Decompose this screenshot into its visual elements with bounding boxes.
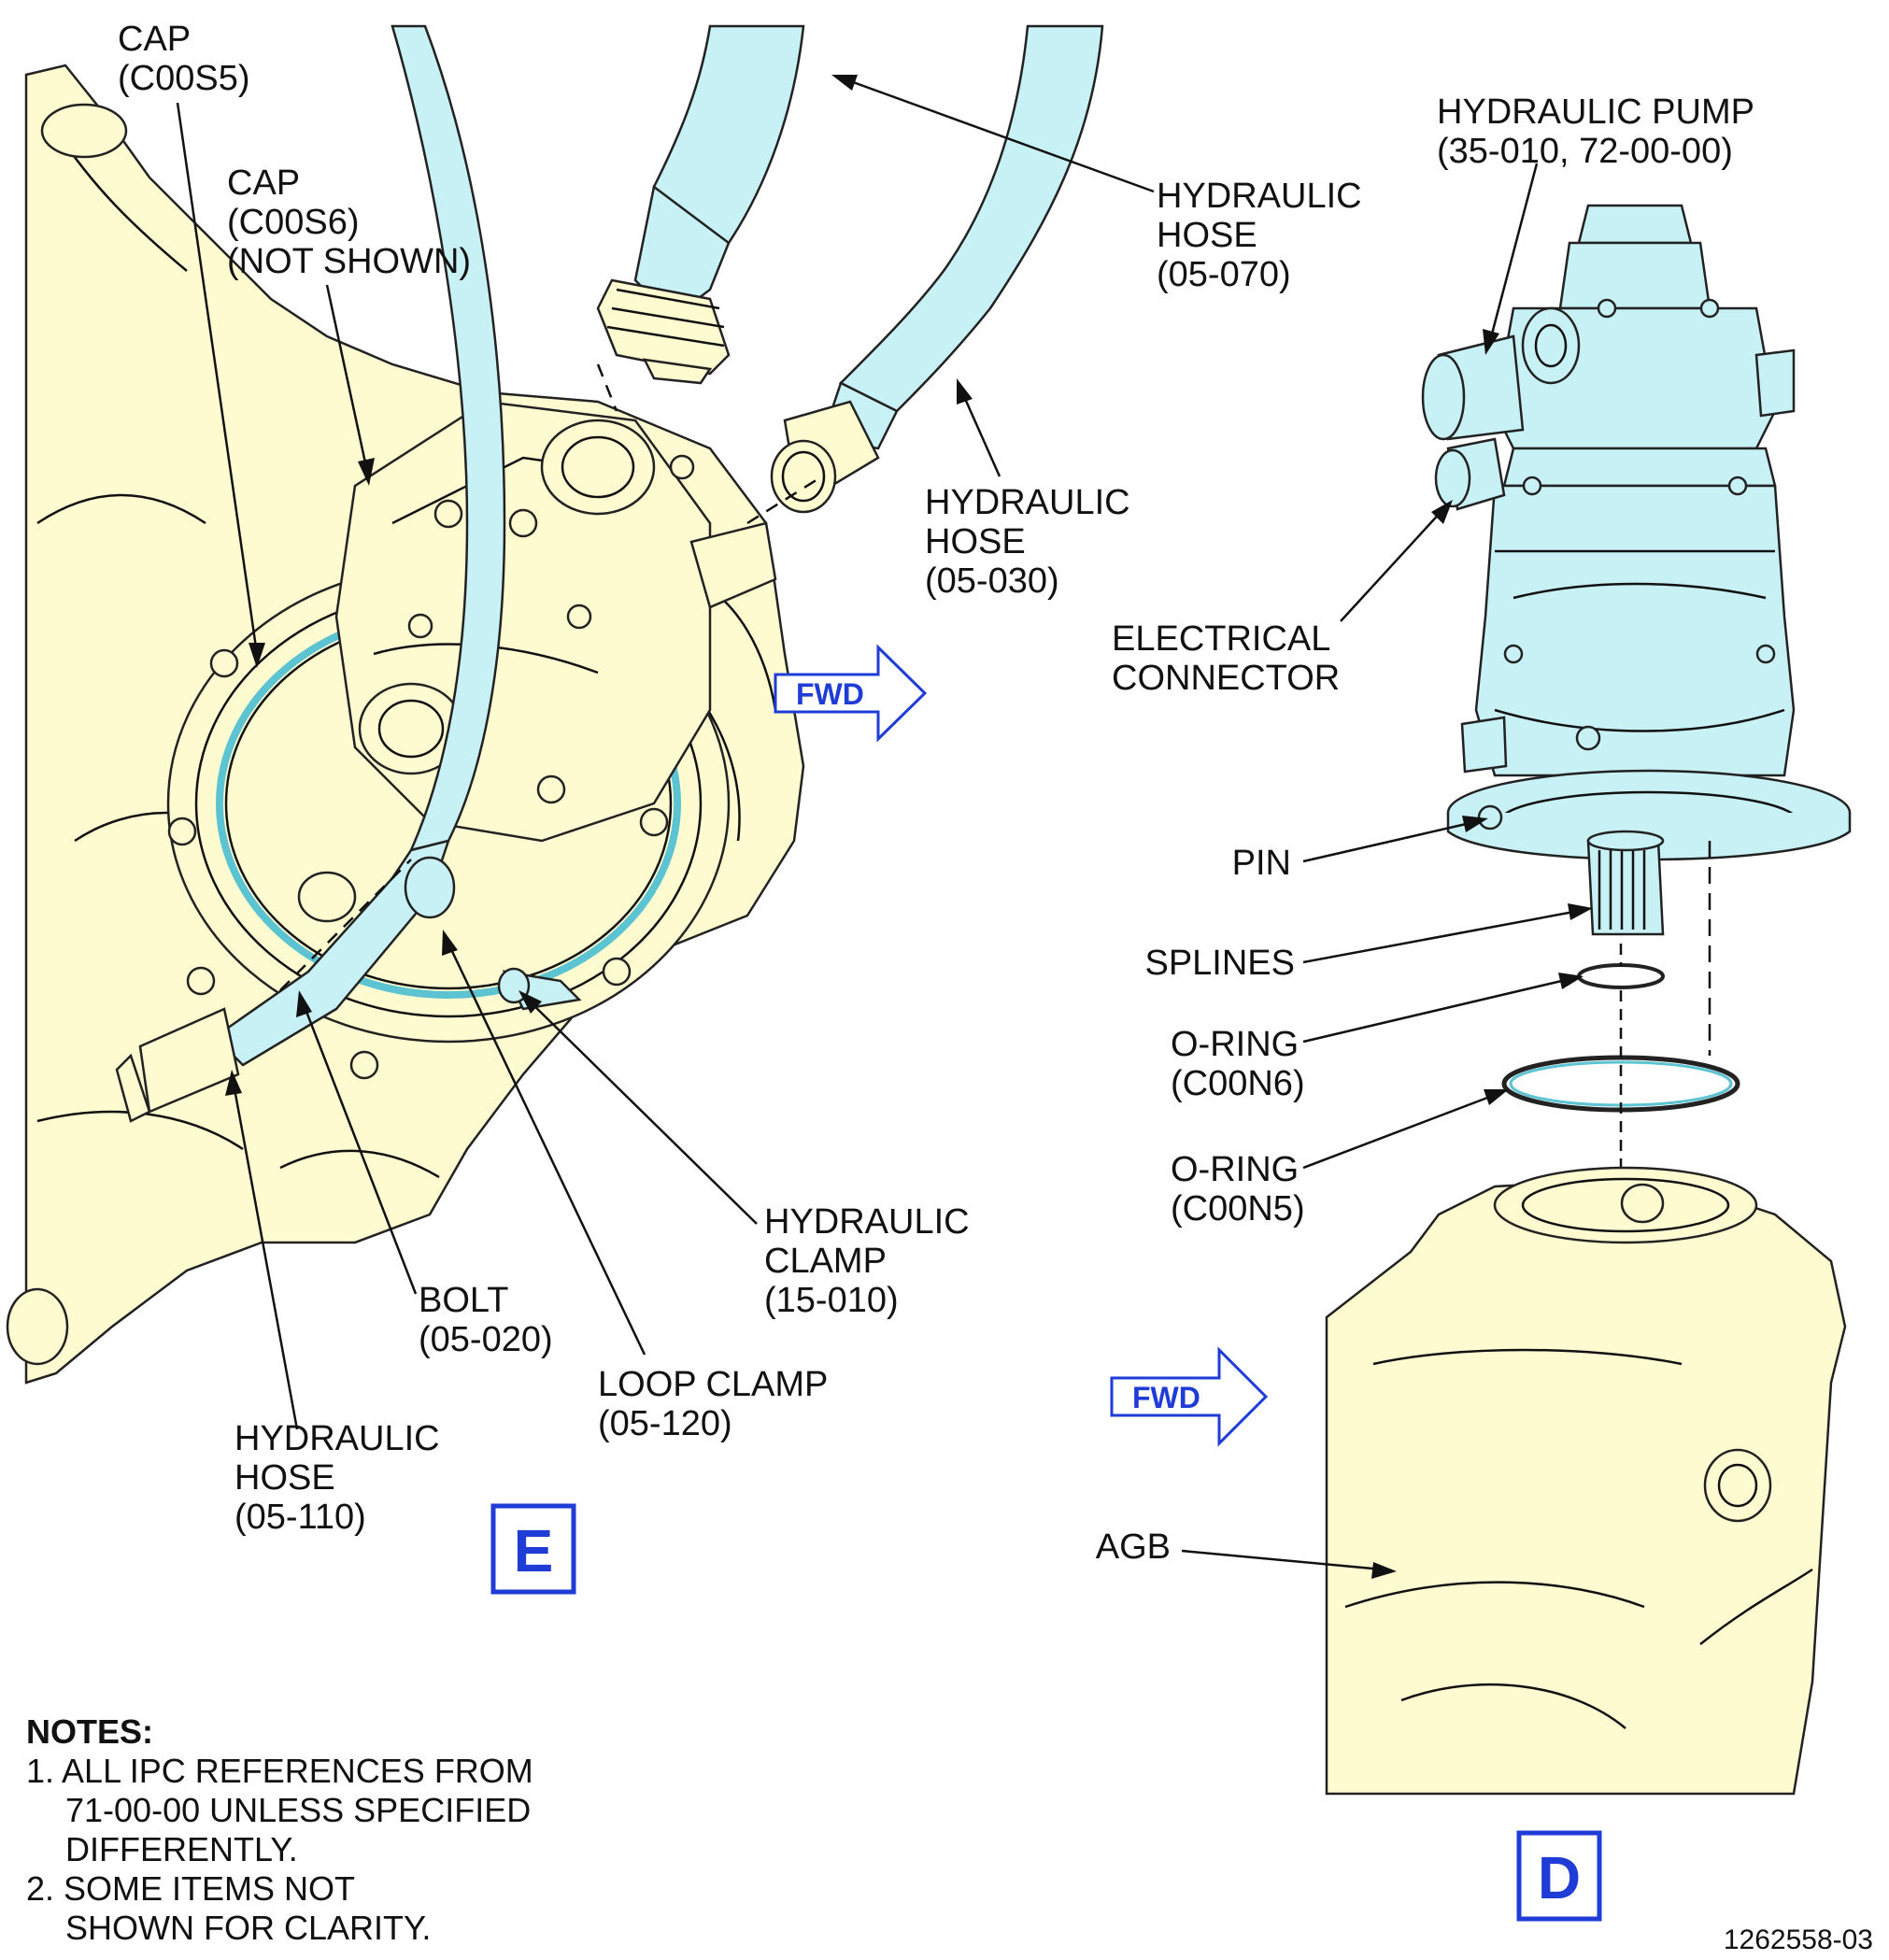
callout-cap-c00s6: CAP (C00S6) (NOT SHOWN): [227, 163, 471, 281]
callout-hose-05-070-line3: (05-070): [1157, 255, 1291, 294]
view-d-pump: [1421, 204, 1852, 936]
callout-loop-clamp-line1: LOOP CLAMP: [598, 1365, 828, 1404]
view-label-e: E: [490, 1503, 576, 1595]
callout-splines-line1: SPLINES: [1144, 944, 1295, 983]
callout-hose-05-030-line3: (05-030): [925, 561, 1059, 601]
callout-hose-05-110-line3: (05-110): [234, 1498, 366, 1537]
callout-o-ring-c00n6-line2: (C00N6): [1171, 1064, 1305, 1103]
callout-o-ring-c00n5: O-RING (C00N5): [1171, 1150, 1305, 1229]
callout-hydraulic-clamp-15-010: HYDRAULIC CLAMP (15-010): [764, 1202, 970, 1320]
fwd-label-d: FWD: [1132, 1381, 1200, 1414]
view-d-agb: [1325, 1166, 1847, 1796]
callout-cap-c00s6-line2: (C00S6): [227, 203, 360, 242]
callout-hose-05-070-line1: HYDRAULIC: [1157, 177, 1362, 216]
callout-clamp-15-010-line2: CLAMP: [764, 1242, 887, 1281]
view-label-e-text: E: [514, 1517, 554, 1584]
callout-connector-line1: ELECTRICAL: [1112, 619, 1330, 659]
callout-pump-line1: HYDRAULIC PUMP: [1437, 92, 1754, 132]
callout-loop-clamp-line2: (05-120): [598, 1404, 732, 1443]
callout-o-ring-c00n5-line2: (C00N5): [1171, 1189, 1305, 1229]
leader-lines: [176, 75, 1593, 1579]
note-2-line1: 2. SOME ITEMS NOT: [26, 1869, 355, 1908]
callout-cap-c00s5-line2: (C00S5): [118, 59, 250, 98]
callout-hose-05-030-line2: HOSE: [925, 522, 1026, 561]
callout-cap-c00s6-line1: CAP: [227, 163, 300, 203]
view-label-d: D: [1516, 1830, 1602, 1922]
callout-bolt-05-020: BOLT (05-020): [419, 1281, 553, 1359]
callout-hose-05-030-line1: HYDRAULIC: [925, 483, 1130, 522]
callout-pin: PIN: [1232, 844, 1291, 883]
o-ring-c00n6: [1577, 963, 1665, 989]
flange-bolt-heads: [167, 454, 695, 1080]
note-2-line2: SHOWN FOR CLARITY.: [65, 1909, 431, 1947]
callout-cap-c00s5-line1: CAP: [118, 20, 191, 59]
callout-hose-05-110-line1: HYDRAULIC: [234, 1419, 440, 1458]
callout-loop-clamp-05-120: LOOP CLAMP (05-120): [598, 1365, 828, 1443]
notes-heading: NOTES:: [26, 1712, 153, 1751]
figure-number: 1262558-03: [1724, 1924, 1873, 1955]
notes-block: NOTES: 1. ALL IPC REFERENCES FROM 71-00-…: [26, 1712, 533, 1947]
callout-pin-line1: PIN: [1232, 844, 1291, 883]
callout-bolt-line2: (05-020): [419, 1320, 553, 1359]
callout-splines: SPLINES: [1144, 944, 1295, 983]
note-1-line2: 71-00-00 UNLESS SPECIFIED: [65, 1791, 531, 1829]
note-1-line1: 1. ALL IPC REFERENCES FROM: [26, 1752, 533, 1790]
callout-hose-05-110-line2: HOSE: [234, 1458, 335, 1498]
callout-hydraulic-hose-05-070: HYDRAULIC HOSE (05-070): [1157, 177, 1362, 294]
callout-cap-c00s5: CAP (C00S5): [118, 20, 250, 98]
callout-cap-c00s6-line3: (NOT SHOWN): [227, 242, 471, 281]
callout-pump-line2: (35-010, 72-00-00): [1437, 132, 1733, 171]
callout-clamp-15-010-line1: HYDRAULIC: [764, 1202, 970, 1242]
callout-o-ring-c00n6-line1: O-RING: [1171, 1025, 1299, 1064]
hydraulic-hose-05-070-assembly: [596, 24, 805, 385]
callout-connector-line2: CONNECTOR: [1112, 659, 1340, 698]
callout-hydraulic-pump: HYDRAULIC PUMP (35-010, 72-00-00): [1437, 92, 1754, 171]
fwd-arrow-view-d: FWD: [1110, 1346, 1269, 1447]
callout-o-ring-c00n6: O-RING (C00N6): [1171, 1025, 1305, 1103]
callout-agb: AGB: [1096, 1527, 1171, 1567]
note-1-line3: DIFFERENTLY.: [65, 1830, 298, 1868]
callout-hydraulic-hose-05-030: HYDRAULIC HOSE (05-030): [925, 483, 1130, 601]
view-e-dash-lines: [279, 363, 823, 991]
fwd-arrow-view-e: FWD: [774, 644, 928, 743]
callout-hydraulic-hose-05-110: HYDRAULIC HOSE (05-110): [234, 1419, 440, 1537]
callout-electrical-connector: ELECTRICAL CONNECTOR: [1112, 619, 1340, 698]
hydraulic-hose-05-110-assembly: [115, 24, 506, 1123]
view-label-d-text: D: [1538, 1844, 1581, 1911]
hydraulic-hose-05-030-assembly: [770, 24, 1104, 514]
view-e-pump-body: [297, 400, 777, 923]
callout-hose-05-070-line2: HOSE: [1157, 216, 1257, 255]
callout-agb-line1: AGB: [1096, 1527, 1171, 1567]
callout-o-ring-c00n5-line1: O-RING: [1171, 1150, 1299, 1189]
callout-clamp-15-010-line3: (15-010): [764, 1281, 899, 1320]
fwd-label-e: FWD: [796, 677, 864, 711]
callout-bolt-line1: BOLT: [419, 1281, 508, 1320]
